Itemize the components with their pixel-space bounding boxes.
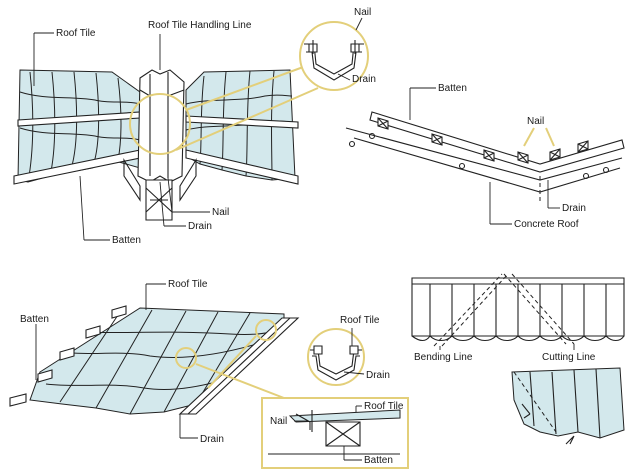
bending-cutting-illustration [411, 273, 625, 445]
bent-tile-piece [511, 367, 625, 439]
valley-channel [137, 69, 185, 183]
label-drain-bottom: Drain [200, 434, 224, 445]
label-batten-left: Batten [112, 235, 141, 246]
label-batten-right: Batten [438, 83, 467, 94]
valley-3d-illustration [13, 21, 369, 221]
label-roof-tile-zoom: Roof Tile [340, 315, 380, 326]
cutting-dash-line [511, 273, 575, 345]
label-roof-tile-bottom: Roof Tile [168, 279, 208, 290]
label-roof-tile-detail: Roof Tile [364, 401, 404, 412]
label-roof-tile-handling-line: Roof Tile Handling Line [148, 20, 252, 31]
label-concrete-roof: Concrete Roof [514, 219, 579, 230]
label-nail-top: Nail [354, 7, 371, 18]
label-batten-detail: Batten [364, 455, 393, 466]
bending-cutting-labels: Bending Line Cutting Line [414, 344, 596, 363]
valley-highlight-circle [129, 93, 191, 155]
label-drain-zoom-top: Drain [352, 74, 376, 85]
valley-3d-labels: Roof Tile Roof Tile Handling Line Nail D… [33, 7, 376, 246]
pitched-roof-labels: Roof Tile Batten Drain Roof Tile Drain N… [20, 279, 404, 466]
batten-right-lower [185, 149, 299, 185]
label-bending-line: Bending Line [414, 352, 473, 363]
cross-section-labels: Batten Nail Drain Concrete Roof [409, 83, 586, 230]
batten-rail [369, 111, 625, 173]
pitched-roof-illustration [9, 305, 409, 469]
label-drain-zoom-bottom: Drain [366, 370, 390, 381]
label-nail-detail: Nail [270, 416, 287, 427]
label-batten-bottom: Batten [20, 314, 49, 325]
valley-zoom-circle [299, 21, 369, 91]
pitched-batten-edge [9, 393, 27, 407]
label-cutting-line: Cutting Line [542, 352, 596, 363]
label-nail-right: Nail [527, 116, 544, 127]
valley-cross-section [345, 111, 625, 204]
label-nail-left: Nail [212, 207, 229, 218]
label-roof-tile-top: Roof Tile [56, 28, 96, 39]
label-drain-left: Drain [188, 221, 212, 232]
pitched-zoom-circle [307, 328, 365, 386]
label-drain-right: Drain [562, 203, 586, 214]
bending-dash-line [433, 273, 503, 347]
